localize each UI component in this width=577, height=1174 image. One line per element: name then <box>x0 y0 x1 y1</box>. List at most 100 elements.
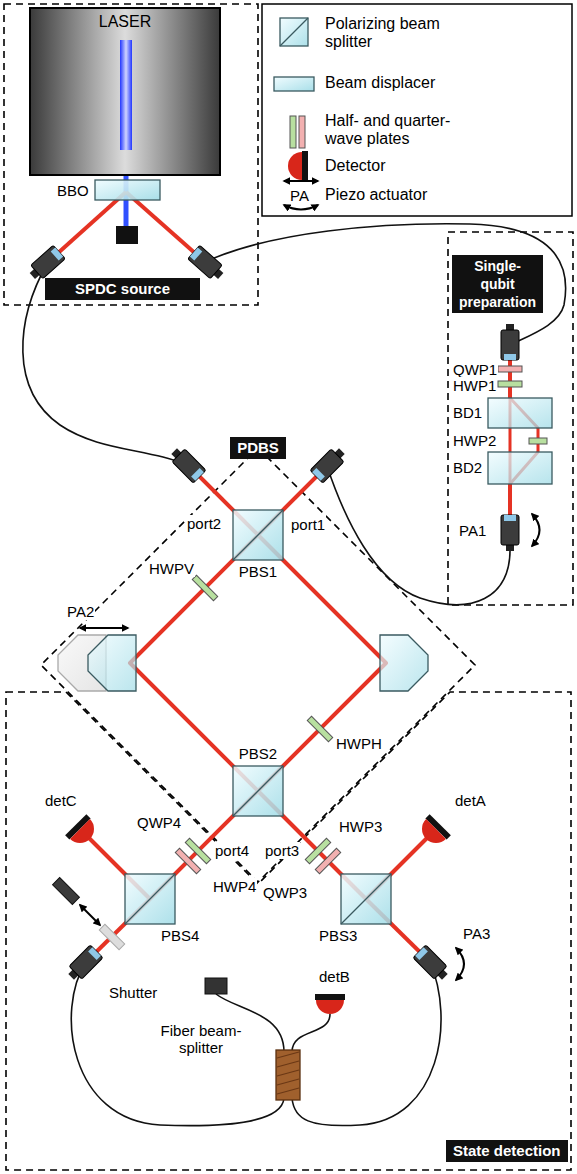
piezo-arrow <box>284 205 318 210</box>
piezo-arrow <box>80 905 100 925</box>
part-label: port3 <box>264 842 300 859</box>
legend-text: Beam displacer <box>325 74 475 92</box>
roof-prism <box>380 635 428 691</box>
coupler-body <box>69 945 103 979</box>
piezo-arrow <box>284 180 318 182</box>
wave-plate <box>498 381 522 387</box>
shutter-block <box>53 878 80 905</box>
source-region <box>4 4 258 305</box>
detection-region <box>6 692 571 1170</box>
beam-displacer <box>488 398 552 428</box>
part-label: HWP4 <box>212 878 257 895</box>
coupler-lens <box>88 947 101 960</box>
polarizing-beam-splitter <box>233 510 283 560</box>
beam-dump <box>205 978 227 994</box>
fiber-coupler <box>413 945 451 983</box>
part-label: BBO <box>56 182 90 199</box>
cube-body <box>233 766 283 816</box>
detector-dome <box>416 819 446 849</box>
optical-fiber <box>205 224 566 345</box>
beam-displacer <box>488 452 552 484</box>
wave-plate <box>498 366 522 372</box>
half-wave-icon <box>290 116 296 148</box>
detector-dome <box>70 819 100 849</box>
part-label: BD2 <box>452 459 483 476</box>
part-label: Shutter <box>108 984 158 1001</box>
region-title: LASER <box>30 12 220 31</box>
polarizing-beam-splitter <box>125 874 175 924</box>
coupler-body <box>31 245 65 278</box>
bbo-crystal <box>95 180 160 200</box>
part-label: port2 <box>186 515 222 532</box>
region-title: Single-qubit preparation <box>459 257 536 311</box>
part-label: PBS2 <box>238 745 278 762</box>
fiber-beam-splitter <box>276 1050 300 1100</box>
legend-box <box>262 4 572 216</box>
part-label: PA2 <box>66 603 95 620</box>
cube-diagonal <box>341 874 391 924</box>
plate-body <box>529 438 547 444</box>
wave-plate <box>307 716 332 741</box>
coupler-body <box>172 449 206 483</box>
detector-symbol <box>315 994 345 1014</box>
coupler-body <box>413 945 447 979</box>
coupler-body <box>501 330 519 360</box>
optical-fiber <box>292 962 441 1126</box>
part-label: QWP3 <box>262 884 308 901</box>
part-label: port1 <box>290 516 326 533</box>
part-label: QWP4 <box>136 814 182 831</box>
plate-body <box>315 848 340 873</box>
region-label: SPDC source <box>45 278 200 300</box>
cube-diagonal <box>233 766 283 816</box>
splitter-stripe <box>277 1088 299 1094</box>
plate-body <box>192 575 217 600</box>
plate-body <box>498 381 522 387</box>
part-label: HWP2 <box>452 432 497 449</box>
part-label: BD1 <box>452 404 483 421</box>
coupler-lens <box>190 248 202 261</box>
part-label: PA <box>289 187 310 204</box>
coupler-lens <box>415 947 428 960</box>
part-label: HWPH <box>335 735 383 752</box>
fiber-coupler <box>65 945 103 983</box>
polarizing-beam-splitter <box>233 766 283 816</box>
detector-dome <box>288 152 302 180</box>
coupler-body <box>501 515 519 545</box>
part-label: HWPV <box>148 560 195 577</box>
part-label: HWP3 <box>338 818 383 835</box>
piezo-arrow <box>456 948 464 980</box>
fiber-coupler <box>310 445 348 483</box>
coupler-body <box>310 449 344 483</box>
pdbs-region <box>41 448 475 882</box>
preparation-region <box>448 232 573 605</box>
light-beam <box>48 192 126 262</box>
coupler-lens <box>504 354 516 360</box>
fiber-coupler <box>501 324 519 360</box>
cube-body <box>280 18 308 46</box>
detector-symbol <box>65 814 100 849</box>
optical-fiber <box>327 466 510 605</box>
part-label: detB <box>318 968 351 985</box>
plate-body <box>307 716 332 741</box>
coupler-lens <box>191 468 204 481</box>
polarizing-beam-splitter <box>341 874 391 924</box>
fiber-coupler <box>168 445 206 483</box>
splitter-stripe <box>277 1052 299 1058</box>
part-label: detC <box>44 792 78 809</box>
legend-text: Detector <box>325 157 475 175</box>
cube-diagonal <box>233 510 283 560</box>
region-label: PDBS <box>230 437 286 459</box>
cube-diagonal <box>280 18 308 46</box>
fiber-coupler <box>501 515 519 551</box>
laser-housing: LASER <box>30 12 220 31</box>
coupler-lens <box>51 248 63 261</box>
roof-prism <box>88 635 136 691</box>
region-title: PDBS <box>237 439 279 457</box>
quarter-wave-icon <box>299 116 305 148</box>
regions <box>4 4 573 1170</box>
part-label: PBS4 <box>160 927 200 944</box>
splitter-stripe <box>277 1061 299 1067</box>
legend-text: Piezo actuator <box>325 186 475 204</box>
part-label: HWP1 <box>452 377 497 394</box>
coupler-lens <box>504 515 516 521</box>
